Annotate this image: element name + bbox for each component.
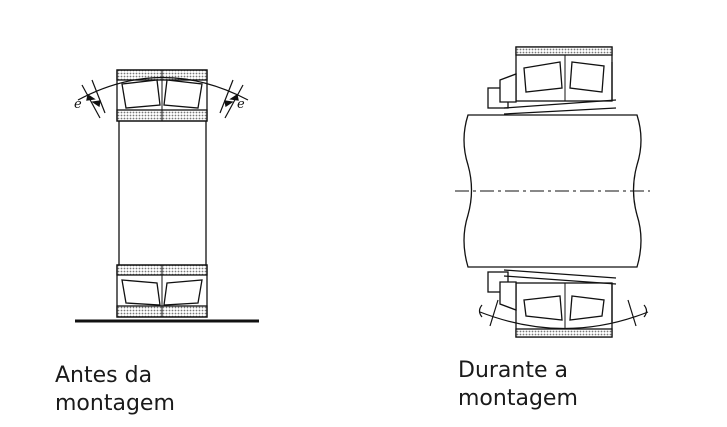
bottom-bearing-section bbox=[116, 264, 208, 318]
caption-during-mounting: Durante a montagem bbox=[458, 358, 578, 411]
top-bearing-assembly bbox=[487, 46, 617, 115]
clearance-arc bbox=[77, 76, 249, 101]
bottom-bearing-assembly bbox=[487, 269, 617, 338]
clearance-label-left: e bbox=[74, 97, 82, 112]
clearance-marker-left bbox=[81, 79, 106, 119]
top-bearing-section bbox=[116, 69, 208, 122]
clearance-marker-bottom-right bbox=[627, 299, 648, 327]
bearing-during-mounting bbox=[455, 46, 650, 338]
bearing-before-mounting bbox=[75, 69, 259, 323]
clearance-marker-right bbox=[219, 79, 244, 119]
clearance-marker-bottom-left bbox=[478, 299, 499, 327]
shaft bbox=[455, 114, 650, 268]
clearance-arc-bottom bbox=[479, 311, 649, 330]
caption-before-mounting: Antes da montagem bbox=[55, 363, 175, 416]
clearance-label-right: e bbox=[237, 97, 245, 112]
